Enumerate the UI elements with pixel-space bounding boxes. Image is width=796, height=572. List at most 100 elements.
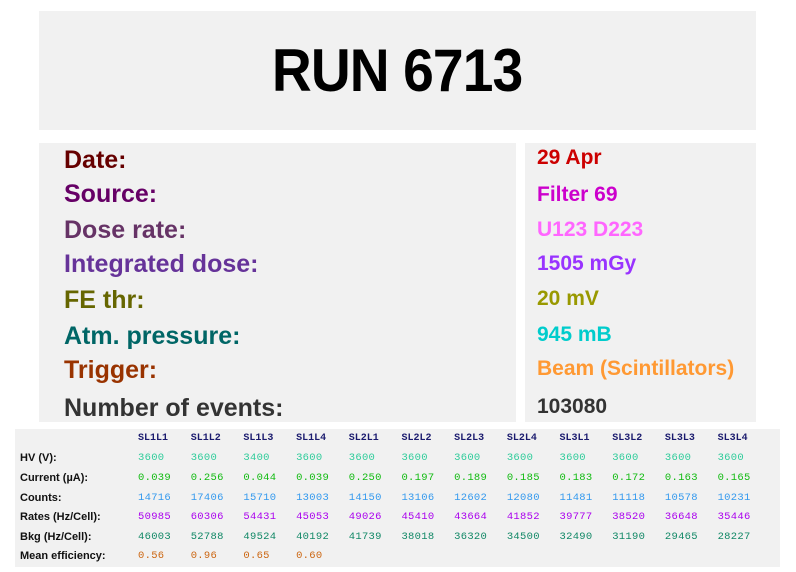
table-cell: 3600 [664, 452, 692, 465]
table-cell: 17406 [190, 491, 224, 504]
table-cell: 60306 [190, 511, 224, 524]
table-cell: 0.172 [612, 471, 646, 484]
column-header: SL2L4 [506, 433, 537, 445]
table-cell: 0.189 [454, 471, 488, 484]
table-cell [349, 547, 402, 567]
table-cell: 10231 [717, 491, 751, 504]
table-cell: 14716 [138, 491, 172, 504]
table-cell: 28227 [717, 530, 751, 543]
info-label: Atm. pressure: [64, 322, 241, 350]
table-cell: 38018 [401, 530, 435, 543]
table-cell: 52788 [190, 530, 224, 543]
info-value: 29 Apr [537, 146, 602, 169]
column-header: SL1L1 [138, 433, 169, 445]
table-cell: 3600 [717, 452, 744, 465]
column-header: SL2L1 [348, 433, 379, 445]
table-cell: 45410 [401, 511, 435, 524]
table-cell: 29465 [664, 530, 698, 543]
column-header: SL1L2 [190, 433, 221, 445]
table-cell: 0.039 [296, 471, 330, 484]
table-cell: 11481 [559, 491, 593, 504]
info-value: 945 mB [537, 323, 612, 346]
table-cell: 3400 [243, 452, 270, 465]
info-value: 103080 [537, 395, 608, 418]
table-cell [560, 547, 613, 567]
info-value: Filter 69 [537, 183, 618, 206]
run-title: RUN 6713 [272, 37, 523, 104]
table-cell: 15710 [243, 491, 277, 504]
info-value: 1505 mGy [537, 252, 637, 275]
table-cell: 3600 [296, 452, 323, 465]
info-value: Beam (Scintillators) [537, 357, 735, 380]
table-cell: 0.60 [296, 550, 323, 563]
table-cell: 10578 [664, 491, 698, 504]
table-cell: 13106 [401, 491, 435, 504]
table-cell: 36648 [664, 511, 698, 524]
table-cell: 45053 [296, 511, 330, 524]
table-cell: 34500 [506, 530, 540, 543]
table-cell: 3600 [138, 452, 165, 465]
column-header: SL2L2 [401, 433, 432, 445]
column-header: SL1L4 [296, 433, 327, 445]
table-cell [665, 547, 718, 567]
row-label: Counts: [20, 491, 62, 504]
column-header: SL3L1 [559, 433, 590, 445]
column-header: SL3L3 [664, 433, 695, 445]
table-row: Rates (Hz/Cell): 50985 60306 54431 45053 4902… [15, 507, 770, 527]
table-cell: 3600 [506, 452, 534, 465]
info-label: Number of events: [64, 394, 284, 422]
info-label: Integrated dose: [64, 250, 259, 278]
info-label: Trigger: [64, 356, 158, 384]
table-cell: 0.163 [664, 471, 698, 484]
corner-cell [15, 429, 138, 449]
row-label: Rates (Hz/Cell): [20, 511, 101, 524]
run-title-panel: RUN 6713 [39, 11, 756, 130]
table-cell: 13003 [296, 491, 330, 504]
info-labels-panel: Date:Source:Dose rate:Integrated dose:FE… [39, 143, 516, 422]
table-cell: 0.65 [243, 550, 270, 563]
table-cell: 36320 [454, 530, 488, 543]
table-cell: 0.197 [401, 471, 435, 484]
table-cell: 3600 [348, 452, 376, 465]
table-cell: 3600 [612, 452, 639, 465]
row-label: Bkg (Hz/Cell): [20, 530, 92, 543]
table-cell: 49026 [348, 511, 382, 524]
table-cell: 49524 [243, 530, 277, 543]
table-cell [507, 547, 560, 567]
table-cell: 46003 [138, 530, 172, 543]
column-header: SL3L2 [612, 433, 643, 445]
table-cell: 39777 [559, 511, 593, 524]
table-cell: 31190 [612, 530, 646, 543]
table-cell: 11118 [612, 491, 646, 504]
table-cell: 0.250 [348, 471, 382, 484]
column-header: SL2L3 [454, 433, 485, 445]
table-cell: 14150 [348, 491, 382, 504]
table-cell: 40192 [296, 530, 330, 543]
table-cell: 43664 [454, 511, 488, 524]
table-cell: 3600 [454, 452, 481, 465]
table-cell: 3600 [190, 452, 218, 465]
table-cell: 0.044 [243, 471, 277, 484]
row-label: HV (V): [20, 452, 57, 465]
table-cell: 0.183 [559, 471, 593, 484]
table-cell [718, 547, 771, 567]
row-label: Mean efficiency: [20, 550, 106, 563]
info-label: Date: [64, 146, 127, 174]
column-header: SL3L4 [717, 433, 748, 445]
row-label: Current (µA): [20, 471, 89, 484]
table-cell: 0.96 [190, 550, 218, 563]
table-cell: 3600 [401, 452, 428, 465]
table-cell: 50985 [138, 511, 172, 524]
table-cell: 38520 [612, 511, 646, 524]
table-cell: 0.039 [138, 471, 172, 484]
table-cell [454, 547, 507, 567]
table-cell: 54431 [243, 511, 277, 524]
info-value: 20 mV [537, 287, 599, 310]
info-label: FE thr: [64, 286, 145, 314]
